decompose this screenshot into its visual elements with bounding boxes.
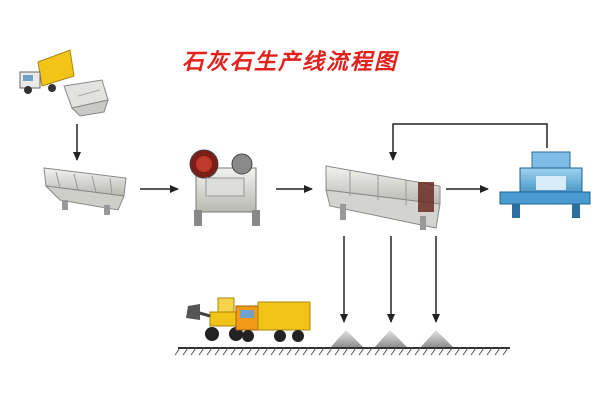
ground-hatch xyxy=(414,347,421,356)
ground-hatch xyxy=(246,347,253,356)
ground-hatch xyxy=(334,347,341,356)
ground-hatch xyxy=(494,347,501,356)
ground-hatch xyxy=(230,347,237,356)
ground-hatch xyxy=(390,347,397,356)
ground-hatch xyxy=(358,347,365,356)
ground-hatch xyxy=(350,347,357,356)
ground-hatch xyxy=(462,347,469,356)
ground-hatch xyxy=(270,347,277,356)
ground-hatch xyxy=(302,347,309,356)
ground-hatch xyxy=(254,347,261,356)
ground-hatch xyxy=(430,347,437,356)
ground-hatch xyxy=(238,347,245,356)
ground-hatch xyxy=(174,347,181,356)
ground-line xyxy=(174,347,510,356)
ground-hatch xyxy=(190,347,197,356)
ground-hatch xyxy=(454,347,461,356)
ground-hatch xyxy=(342,347,349,356)
vibrating-feeder-icon xyxy=(43,167,127,215)
ground-hatch xyxy=(398,347,405,356)
arrow-vsi-return-to-screen xyxy=(389,123,548,161)
ground-hatch xyxy=(502,347,509,356)
ground-hatch xyxy=(326,347,333,356)
ground-hatch xyxy=(374,347,381,356)
ground-hatch xyxy=(470,347,477,356)
ground-hatch xyxy=(262,347,269,356)
ground-hatch xyxy=(438,347,445,356)
ground-hatch xyxy=(286,347,293,356)
ground-hatch xyxy=(278,347,285,356)
ground-hatch xyxy=(486,347,493,356)
ground-hatch xyxy=(310,347,317,356)
ground-hatch xyxy=(366,347,373,356)
ground-hatch xyxy=(182,347,189,356)
flow-arrows xyxy=(73,123,548,323)
ground-hatch xyxy=(406,347,413,356)
ground-hatch xyxy=(478,347,485,356)
vibrating-screen-icon xyxy=(325,165,441,230)
ground-hatch xyxy=(198,347,205,356)
dump-truck-hopper-icon xyxy=(19,49,109,117)
ground-hatch xyxy=(214,347,221,356)
ground-hatch xyxy=(294,347,301,356)
diagram-title: 石灰石生产线流程图 xyxy=(182,49,399,75)
stockpile-icon xyxy=(330,330,454,348)
ground-hatch xyxy=(318,347,325,356)
vsi-crusher-icon xyxy=(499,151,591,218)
haul-truck-icon xyxy=(235,301,311,342)
ground-hatch xyxy=(206,347,213,356)
ground-hatch xyxy=(422,347,429,356)
ground-hatch xyxy=(382,347,389,356)
wheel-loader-icon xyxy=(186,297,243,341)
ground-hatch xyxy=(446,347,453,356)
ground-hatch xyxy=(222,347,229,356)
jaw-crusher-icon xyxy=(189,149,260,226)
